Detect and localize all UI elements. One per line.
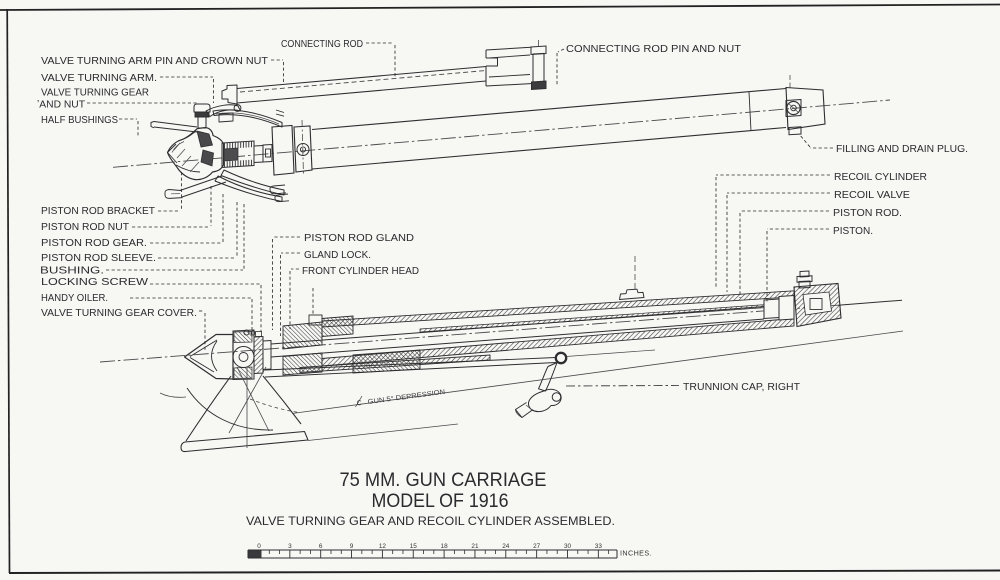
svg-text:6: 6 xyxy=(319,543,323,550)
svg-text:21: 21 xyxy=(471,543,479,550)
svg-text:30: 30 xyxy=(564,543,572,550)
svg-text:CONNECTING ROD: CONNECTING ROD xyxy=(281,39,363,50)
svg-text:VALVE TURNING GEAR COVER.: VALVE TURNING GEAR COVER. xyxy=(41,308,197,319)
svg-text:PISTON ROD.: PISTON ROD. xyxy=(833,208,902,219)
svg-text:LOCKING SCREW: LOCKING SCREW xyxy=(41,277,149,288)
svg-text:75 MM. GUN CARRIAGE: 75 MM. GUN CARRIAGE xyxy=(340,470,547,491)
svg-text:24: 24 xyxy=(502,543,510,550)
svg-text:PISTON ROD GEAR.: PISTON ROD GEAR. xyxy=(41,238,147,249)
svg-text:VALVE TURNING ARM.: VALVE TURNING ARM. xyxy=(41,73,157,84)
svg-text:PISTON ROD BRACKET: PISTON ROD BRACKET xyxy=(41,206,155,217)
svg-text:TRUNNION CAP, RIGHT: TRUNNION CAP, RIGHT xyxy=(683,382,800,393)
svg-text:18: 18 xyxy=(441,543,449,550)
svg-text:0: 0 xyxy=(257,543,261,550)
svg-text:27: 27 xyxy=(533,543,541,550)
svg-text:HANDY OILER.: HANDY OILER. xyxy=(41,293,108,304)
svg-text:VALVE TURNING GEAR AND RECOIL: VALVE TURNING GEAR AND RECOIL CYLINDER A… xyxy=(246,514,615,528)
svg-text:ʼAND NUT: ʼAND NUT xyxy=(37,100,85,111)
svg-text:CONNECTING ROD PIN AND NUT: CONNECTING ROD PIN AND NUT xyxy=(566,44,741,55)
svg-text:MODEL OF 1916: MODEL OF 1916 xyxy=(372,491,509,512)
svg-text:12: 12 xyxy=(379,543,387,550)
svg-text:RECOIL CYLINDER: RECOIL CYLINDER xyxy=(834,172,927,183)
svg-text:GLAND LOCK.: GLAND LOCK. xyxy=(304,250,371,261)
svg-text:PISTON.: PISTON. xyxy=(833,226,873,237)
svg-text:9: 9 xyxy=(350,543,354,550)
svg-text:PISTON ROD GLAND: PISTON ROD GLAND xyxy=(304,233,414,244)
svg-text:FILLING AND DRAIN PLUG.: FILLING AND DRAIN PLUG. xyxy=(836,144,968,155)
svg-text:VALVE TURNING GEAR: VALVE TURNING GEAR xyxy=(41,88,149,99)
svg-text:RECOIL VALVE: RECOIL VALVE xyxy=(834,190,910,201)
svg-text:3: 3 xyxy=(288,543,292,550)
svg-text:PISTON ROD SLEEVE.: PISTON ROD SLEEVE. xyxy=(41,253,156,264)
svg-text:PISTON ROD NUT: PISTON ROD NUT xyxy=(41,222,129,233)
svg-text:INCHES.: INCHES. xyxy=(620,549,652,558)
svg-text:C: C xyxy=(356,400,362,408)
svg-text:VALVE TURNING ARM PIN AND CROW: VALVE TURNING ARM PIN AND CROWN NUT xyxy=(41,56,268,67)
svg-text:HALF BUSHINGS: HALF BUSHINGS xyxy=(41,115,118,126)
svg-text:33: 33 xyxy=(595,543,603,550)
svg-text:BUSHING.: BUSHING. xyxy=(40,266,104,277)
svg-text:15: 15 xyxy=(410,543,418,550)
svg-text:FRONT CYLINDER HEAD: FRONT CYLINDER HEAD xyxy=(302,266,419,277)
